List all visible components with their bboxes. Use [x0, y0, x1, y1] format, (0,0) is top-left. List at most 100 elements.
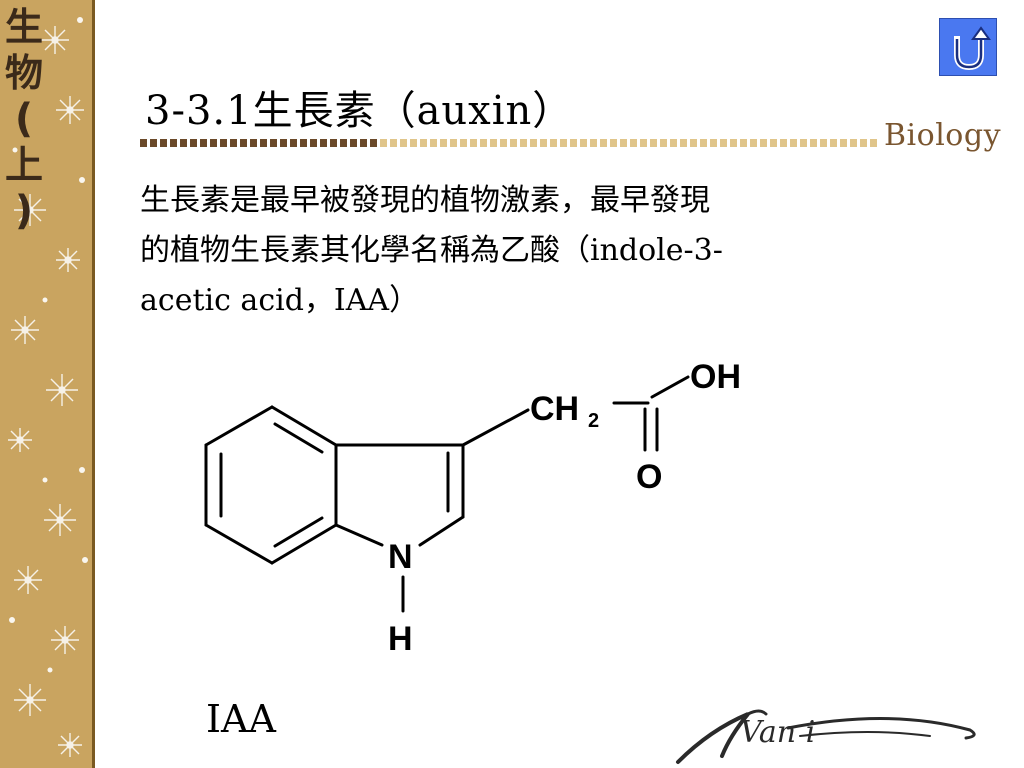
divider-dash	[200, 139, 207, 147]
benzene-bond	[270, 523, 338, 565]
divider-dash	[580, 139, 587, 147]
divider-dash	[300, 139, 307, 147]
divider-dash	[760, 139, 767, 147]
divider-dash	[740, 139, 747, 147]
divider-dash	[750, 139, 757, 147]
divider-dash	[380, 139, 387, 147]
u-turn-return-icon	[954, 26, 991, 71]
divider-dash	[350, 139, 357, 147]
benzene-double-bond	[273, 516, 324, 548]
divider-dash	[850, 139, 857, 147]
divider-dash	[630, 139, 637, 147]
body-line: 的植物生長素其化學名稱為乙酸（indole-3-	[140, 233, 723, 268]
divider-dash	[660, 139, 667, 147]
divider-dash	[360, 139, 367, 147]
divider-dash	[410, 139, 417, 147]
divider-dash	[720, 139, 727, 147]
divider-dash	[860, 139, 867, 147]
divider-dash	[370, 139, 377, 147]
divider-dash	[270, 139, 277, 147]
benzene-double-bond	[273, 422, 324, 454]
divider-dash	[700, 139, 707, 147]
divider-dash	[780, 139, 787, 147]
divider-dash	[150, 139, 157, 147]
divider-dash	[600, 139, 607, 147]
divider-dash	[800, 139, 807, 147]
divider-dash	[690, 139, 697, 147]
divider-dash	[420, 139, 427, 147]
divider-dash	[570, 139, 577, 147]
divider-dash	[730, 139, 737, 147]
floral-pattern	[8, 17, 88, 757]
sidebar-char: (	[14, 96, 34, 142]
divider-dash	[340, 139, 347, 147]
pyrrole-bond	[418, 515, 465, 547]
sidebar-strip: 生 物 ( 上 )	[0, 0, 95, 768]
divider-dash	[190, 139, 197, 147]
divider-dash	[620, 139, 627, 147]
divider-dash	[180, 139, 187, 147]
divider-dash	[590, 139, 597, 147]
sidebar-char: )	[14, 188, 34, 234]
sidebar-title: 生 物 ( 上 )	[0, 4, 48, 234]
divider-dash	[830, 139, 837, 147]
iaa-structure-diagram: OH CH 2 O N H	[204, 358, 741, 658]
divider-dash	[770, 139, 777, 147]
sidebar-char: 上	[4, 143, 43, 187]
divider-dash	[400, 139, 407, 147]
divider-dash	[440, 139, 447, 147]
divider-dash	[390, 139, 397, 147]
brand-label: Biology	[884, 118, 1002, 153]
divider-dash	[710, 139, 717, 147]
pyrrole-bond	[334, 523, 384, 547]
atom-label-o: O	[636, 458, 662, 496]
benzene-bond	[270, 405, 338, 447]
signature-text: Van i	[740, 715, 815, 750]
divider-dash	[810, 139, 817, 147]
divider-dash	[820, 139, 827, 147]
home-button[interactable]	[939, 18, 997, 76]
divider-dash	[220, 139, 227, 147]
body-line: 生長素是最早被發現的植物激素，最早發現	[140, 183, 710, 218]
divider-dash	[610, 139, 617, 147]
divider-dash	[500, 139, 507, 147]
divider-dash	[650, 139, 657, 147]
title-divider	[140, 139, 877, 147]
benzene-bond	[204, 523, 274, 565]
atom-label-h: H	[388, 620, 413, 658]
atom-label-subscript: 2	[588, 410, 599, 432]
atom-label-ch: CH	[530, 390, 579, 428]
divider-dash	[520, 139, 527, 147]
divider-dash	[550, 139, 557, 147]
divider-dash	[670, 139, 677, 147]
body-line: acetic acid，IAA）	[140, 283, 420, 318]
divider-dash	[250, 139, 257, 147]
signature-logo: Van i	[676, 709, 976, 764]
divider-dash	[530, 139, 537, 147]
divider-dash	[470, 139, 477, 147]
divider-dash	[280, 139, 287, 147]
divider-dash	[210, 139, 217, 147]
atom-label-oh: OH	[690, 358, 741, 396]
divider-dash	[430, 139, 437, 147]
divider-dash	[330, 139, 337, 147]
divider-dash	[170, 139, 177, 147]
divider-dash	[540, 139, 547, 147]
divider-dash	[560, 139, 567, 147]
divider-dash	[140, 139, 147, 147]
divider-dash	[230, 139, 237, 147]
divider-dash	[510, 139, 517, 147]
side-chain-bond	[461, 408, 530, 447]
sidebar-char: 生	[4, 5, 43, 49]
divider-dash	[240, 139, 247, 147]
divider-dash	[790, 139, 797, 147]
divider-dash	[840, 139, 847, 147]
divider-dash	[160, 139, 167, 147]
divider-dash	[320, 139, 327, 147]
divider-dash	[290, 139, 297, 147]
benzene-bond	[204, 405, 274, 447]
molecule-caption: IAA	[206, 697, 276, 741]
divider-dash	[490, 139, 497, 147]
c-oh-bond	[650, 375, 690, 399]
sidebar-char: 物	[4, 51, 43, 95]
